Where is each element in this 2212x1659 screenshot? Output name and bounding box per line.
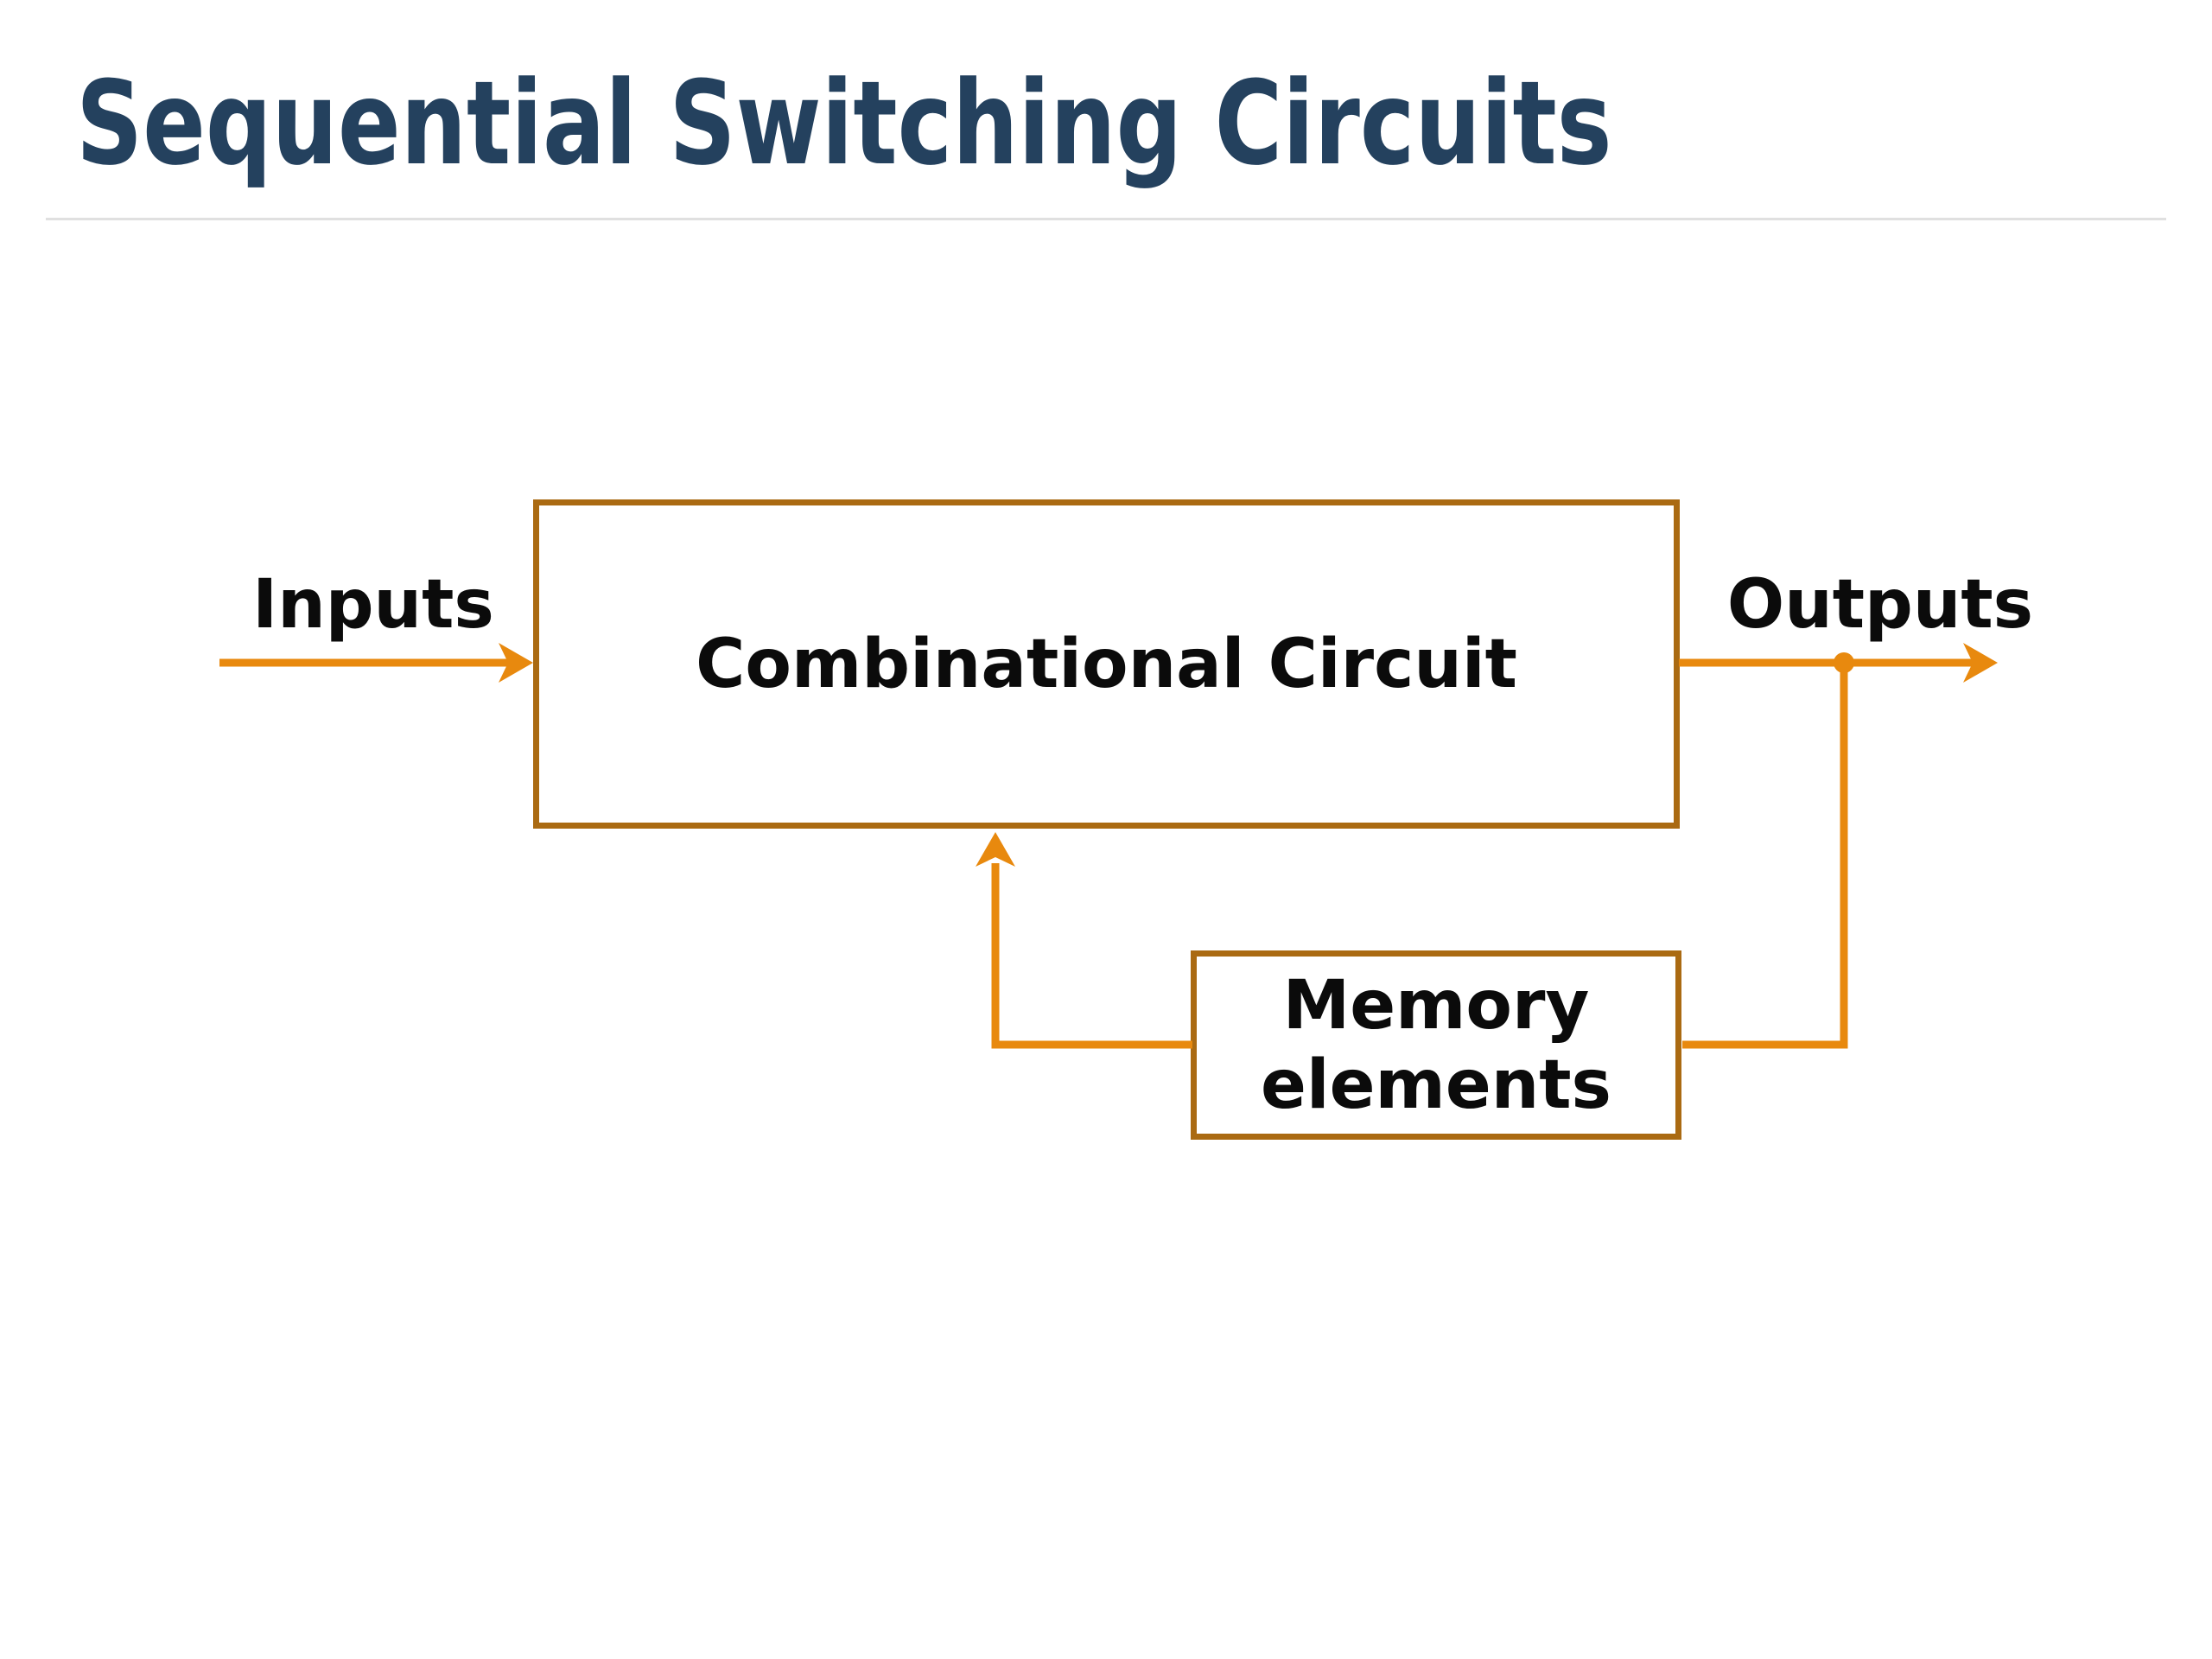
memory-elements-label: Memory elements — [1261, 966, 1611, 1124]
up-arrowhead-icon — [976, 832, 1015, 867]
feedback-wire-left — [991, 863, 1192, 1049]
inputs-label: Inputs — [252, 566, 494, 644]
outputs-label: Outputs — [1726, 566, 2034, 644]
combinational-circuit-label: Combinational Circuit — [696, 625, 1517, 703]
title-divider — [46, 218, 2166, 220]
memory-elements-box: Memory elements — [1191, 950, 1681, 1140]
combinational-circuit-box: Combinational Circuit — [533, 499, 1680, 829]
page-title: Sequential Switching Circuits — [76, 56, 1612, 191]
feedback-wire-right — [1682, 663, 1848, 1049]
